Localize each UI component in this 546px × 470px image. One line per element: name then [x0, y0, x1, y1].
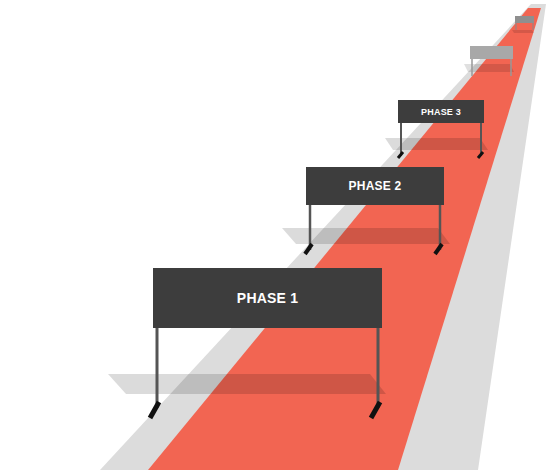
- hurdle-sign: PHASE 2: [306, 167, 444, 205]
- hurdle-sign: PHASE 1: [153, 268, 382, 328]
- far-hurdle: [464, 46, 514, 76]
- hurdle-frame: [282, 204, 450, 254]
- hurdle-frame: [385, 122, 488, 158]
- far-hurdle: [512, 16, 534, 33]
- phase-label: PHASE 2: [349, 179, 402, 193]
- phase-label: PHASE 1: [237, 290, 298, 306]
- track-lane: [148, 8, 541, 470]
- hurdle-frame: [108, 327, 386, 418]
- phase-label: PHASE 3: [421, 107, 461, 117]
- track-border: [100, 4, 546, 470]
- hurdle-sign: PHASE 3: [398, 100, 484, 123]
